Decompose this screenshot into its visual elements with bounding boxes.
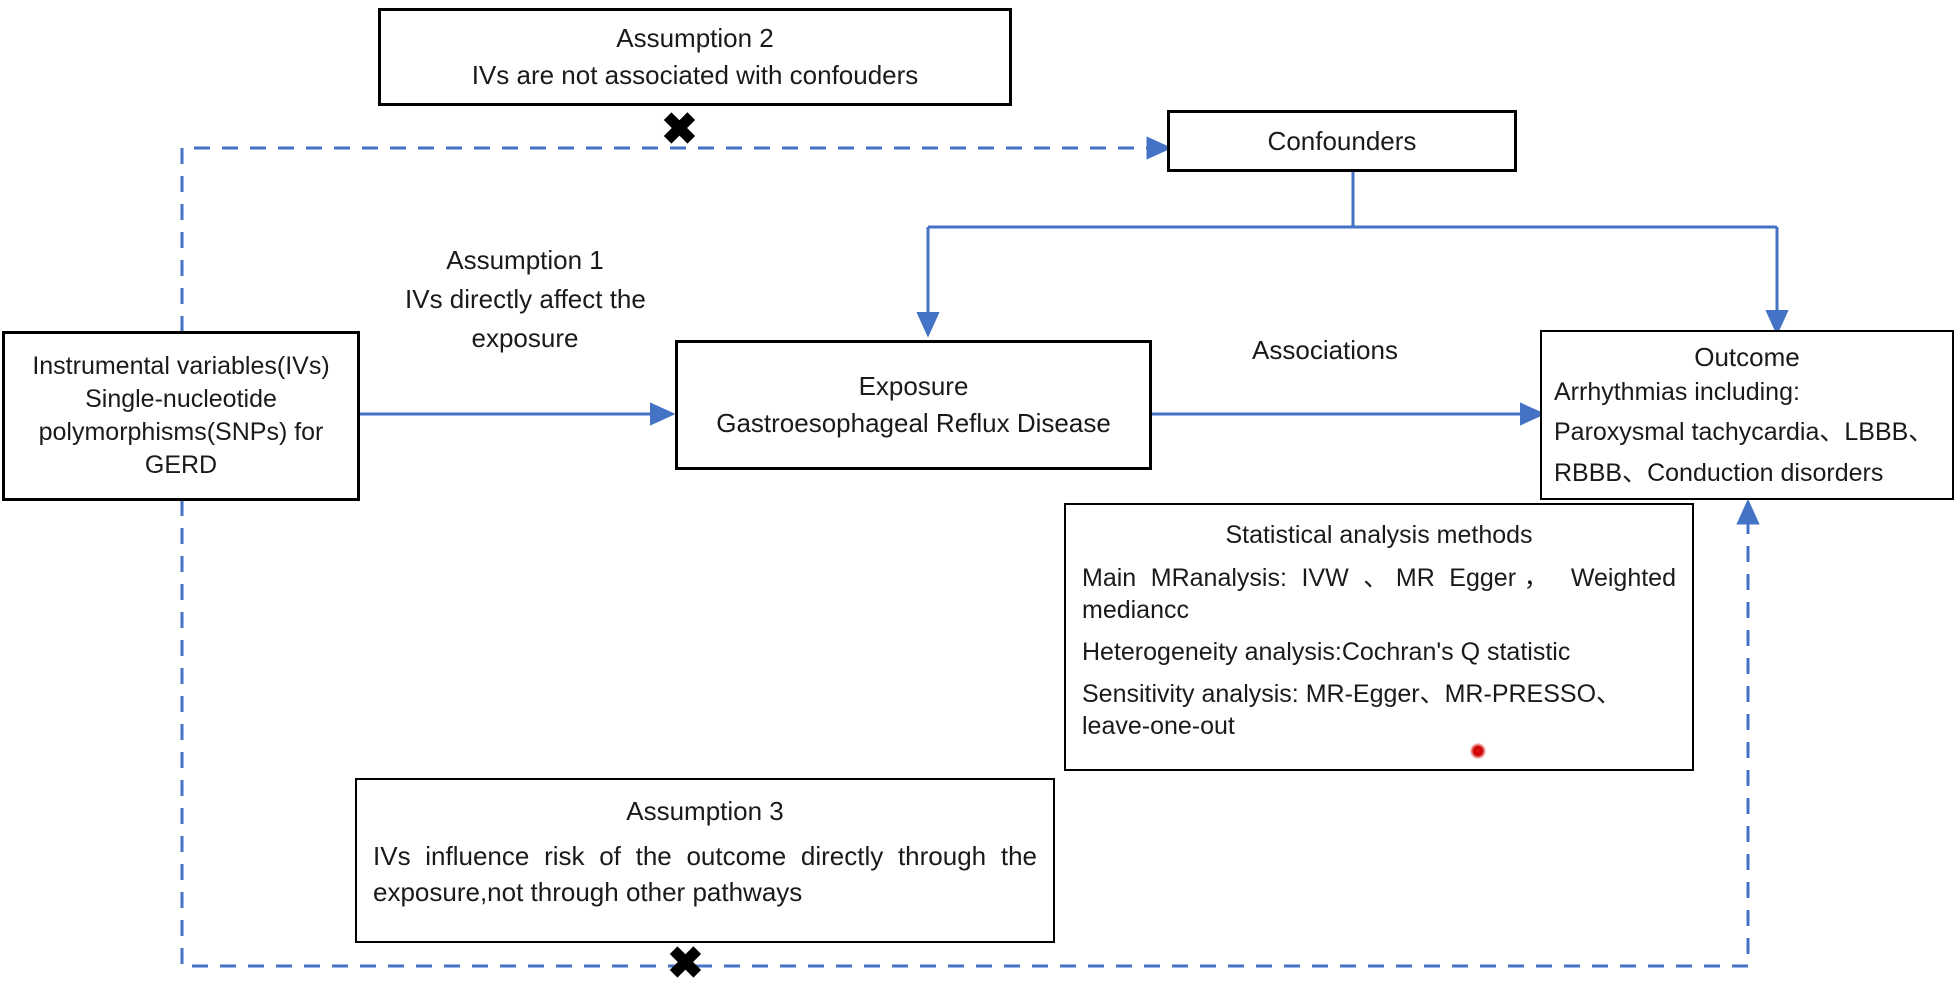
confounders-box: Confounders: [1167, 110, 1517, 172]
cursor-dot: [1470, 743, 1486, 759]
assumption-1-line-2: exposure: [471, 323, 579, 353]
assumption-1-label-group: Assumption 1 IVs directly affect the exp…: [405, 245, 646, 354]
x-marker-assumption2-violation: ✖: [661, 105, 698, 154]
iv-line-3: polymorphisms(SNPs) for: [38, 418, 324, 446]
instrumental-variables-box: Instrumental variables(IVs) Single-nucle…: [2, 331, 360, 501]
assumption-1-line-1: IVs directly affect the: [405, 284, 646, 314]
assumption-3-title: Assumption 3: [626, 796, 784, 826]
exposure-title: Exposure: [858, 371, 969, 401]
iv-line-1: Instrumental variables(IVs): [32, 352, 330, 380]
confounders-label: Confounders: [1267, 125, 1417, 156]
assumption-3-box: Assumption 3 IVs influence risk of the o…: [355, 778, 1055, 943]
statistical-methods-box: Statistical analysis methods Main MRanal…: [1064, 503, 1694, 771]
dashed-iv-to-confounders: [180, 136, 1173, 332]
assumption-2-title: Assumption 2: [616, 23, 774, 53]
associations-text: Associations: [1252, 335, 1398, 365]
statistical-methods-line-2: Heterogeneity analysis:Cochran's Q stati…: [1082, 638, 1571, 666]
associations-label: Associations: [1190, 335, 1460, 366]
iv-line-2: Single-nucleotide: [85, 385, 277, 413]
outcome-box: Outcome Arrhythmias including: Paroxysma…: [1540, 330, 1954, 500]
iv-line-4: GERD: [144, 451, 218, 479]
statistical-methods-line-1: Main MRanalysis: IVW 、MR Egger， Weighted…: [1082, 564, 1676, 624]
statistical-methods-line-3: Sensitivity analysis: MR-Egger、MR-PRESSO…: [1082, 680, 1622, 740]
assumption-3-text: IVs influence risk of the outcome direct…: [373, 841, 1037, 907]
exposure-text: Gastroesophageal Reflux Disease: [716, 408, 1111, 438]
outcome-title: Outcome: [1694, 341, 1800, 372]
x-marker-assumption3-violation: ✖: [667, 939, 704, 988]
assumption-2-box: Assumption 2 IVs are not associated with…: [378, 8, 1012, 106]
assumption-1-title: Assumption 1: [446, 245, 604, 275]
outcome-line-1: Arrhythmias including:: [1554, 377, 1800, 406]
outcome-line-2: Paroxysmal tachycardia、LBBB、: [1554, 417, 1934, 446]
outcome-line-3: RBBB、Conduction disorders: [1554, 458, 1884, 487]
assumption-2-text: IVs are not associated with confouders: [471, 60, 919, 90]
exposure-box: Exposure Gastroesophageal Reflux Disease: [675, 340, 1152, 470]
statistical-methods-title: Statistical analysis methods: [1225, 521, 1533, 549]
